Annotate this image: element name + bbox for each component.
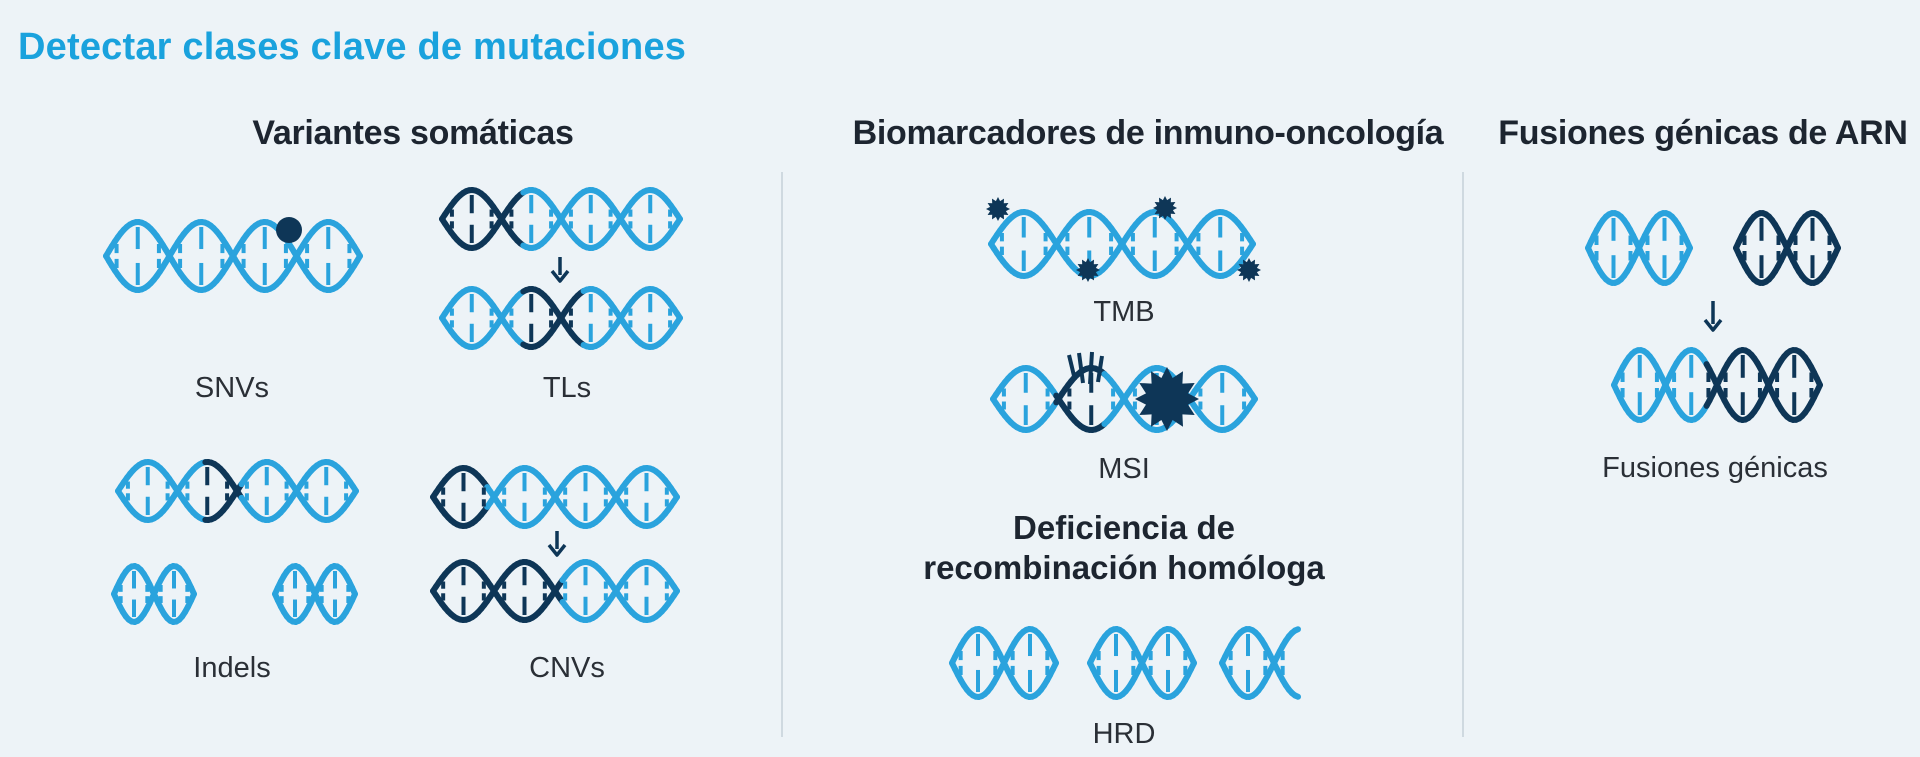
fusion-arrow (1703, 301, 1723, 332)
helix-cnv-before (430, 465, 680, 529)
helix-tmb (988, 209, 1256, 279)
helix-fusion-right (1733, 210, 1841, 286)
helix-msi (990, 365, 1258, 433)
label-tls: TLs (542, 372, 592, 404)
helix-hrd-1 (949, 626, 1059, 700)
msi-break-icon (1067, 351, 1104, 385)
helix-tl-before (439, 187, 683, 251)
helix-cnv-after (430, 559, 680, 623)
helix-fusion-left (1585, 210, 1693, 286)
tl-arrow (550, 257, 570, 283)
label-gene-fusions: Fusiones génicas (1602, 452, 1828, 484)
msi-instability-marker (1135, 367, 1199, 431)
cnv-arrow (547, 531, 567, 557)
divider-right (1462, 172, 1464, 737)
page-title: Detectar clases clave de mutaciones (18, 26, 687, 68)
helix-snv (103, 219, 363, 293)
label-tmb: TMB (1093, 296, 1155, 328)
tmb-marker-1 (986, 197, 1010, 221)
label-snvs: SNVs (194, 372, 270, 404)
rna-fusions-title: Fusiones génicas de ARN (1498, 114, 1908, 152)
label-hrd: HRD (1092, 718, 1156, 750)
tmb-marker-4 (1237, 258, 1261, 282)
hrd-title: Deficiencia de recombinación homóloga (923, 508, 1325, 588)
helix-hrd-2 (1087, 626, 1197, 700)
snv-point-mutation-icon (276, 217, 302, 243)
helix-indel-right (272, 563, 358, 625)
label-cnvs: CNVs (529, 652, 605, 684)
helix-tl-after (439, 286, 683, 350)
hrd-title-line1: Deficiencia de (1013, 509, 1235, 546)
helix-indel-left (111, 563, 197, 625)
mutation-markers (276, 196, 1261, 431)
helix-indel-full (115, 459, 359, 523)
arrows (547, 257, 1723, 557)
tmb-marker-2 (1076, 258, 1100, 282)
divider-left (781, 172, 783, 737)
somatic-variants-title: Variantes somáticas (252, 114, 574, 152)
helix-hrd-3-broken (1219, 626, 1301, 700)
immuno-oncology-title: Biomarcadores de inmuno-oncología (852, 114, 1444, 152)
hrd-title-line2: recombinación homóloga (923, 549, 1325, 586)
helix-fusion-result (1611, 347, 1823, 423)
label-msi: MSI (1098, 453, 1150, 485)
dna-helices (103, 187, 1841, 700)
label-indels: Indels (193, 652, 271, 684)
tmb-marker-3 (1153, 196, 1177, 220)
